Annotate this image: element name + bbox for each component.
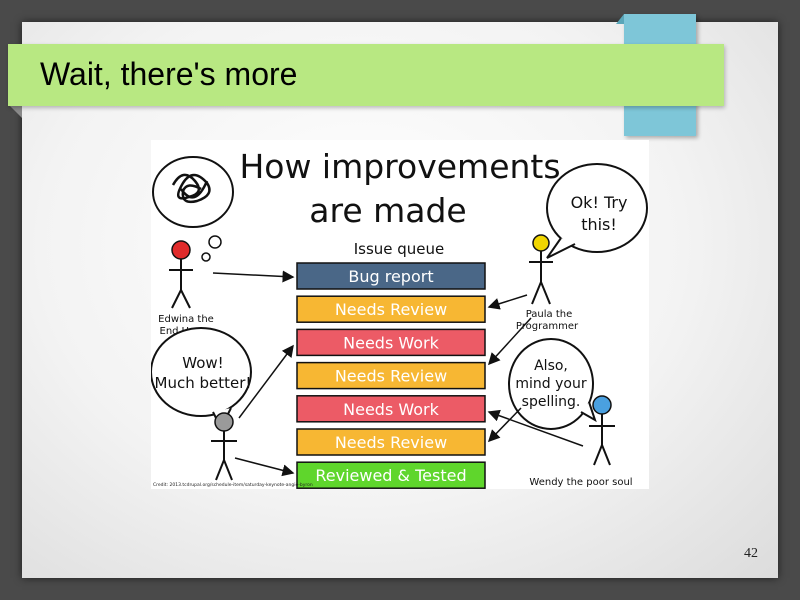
arrow-edwina-to-bug <box>212 270 295 283</box>
queue-box <box>296 361 486 390</box>
paula-bubble-line1: Ok! Try <box>571 193 628 212</box>
queue-box-label: Bug report <box>348 267 433 286</box>
queue-box-label: Reviewed & Tested <box>315 466 466 485</box>
wendy-figure <box>589 395 615 466</box>
also-bubble-line1: Also, <box>534 358 568 374</box>
slide-title: Wait, there's more <box>40 56 298 92</box>
queue-box <box>296 428 486 456</box>
queue-box <box>296 262 486 290</box>
queue-box-label: Needs Review <box>335 300 447 319</box>
happy-face-icon <box>532 234 550 252</box>
edwina-label-line1: Edwina the <box>158 314 214 325</box>
edwina-happy-figure <box>211 412 237 481</box>
arrow-paula-to-review <box>487 294 528 310</box>
wendy-label: Wendy the poor soul <box>529 477 632 488</box>
figure-heading-line2: are made <box>309 191 466 230</box>
edwina-figure <box>169 240 193 309</box>
paula-speech-bubble <box>546 163 648 259</box>
angry-face-icon <box>171 240 191 260</box>
wow-bubble-line2: Much better! <box>155 374 252 392</box>
paula-bubble-line2: this! <box>581 215 617 234</box>
also-speech-bubble <box>508 338 597 430</box>
arrow-wow-to-tested <box>234 457 295 477</box>
paula-label-line1: Paula the <box>526 309 573 320</box>
queue-box <box>296 395 486 423</box>
also-bubble-line2: mind your <box>515 376 586 392</box>
arrow-also-to-review <box>487 407 522 443</box>
page-number: 42 <box>744 546 758 561</box>
paula-label-line2: Programmer <box>516 321 579 332</box>
also-bubble-line3: spelling. <box>522 394 581 410</box>
arrow-paula-to-review-2 <box>487 317 532 366</box>
paula-figure <box>529 234 553 305</box>
queue-box-label: Needs Review <box>335 367 447 386</box>
relieved-face-icon <box>214 412 234 432</box>
image-credit: Credit: 2013.tcdrupal.org/schedule-item/… <box>153 482 313 488</box>
queue-box-label: Needs Work <box>343 333 439 352</box>
wow-bubble-line1: Wow! <box>182 354 223 372</box>
title-bar-fold <box>8 104 22 118</box>
thought-cloud <box>152 156 234 262</box>
queue-box <box>296 328 486 357</box>
queue-box <box>296 461 486 489</box>
queue-box-label: Needs Work <box>343 400 439 419</box>
queue-box-label: Needs Review <box>335 433 447 452</box>
arrow-wow-to-work <box>238 344 294 419</box>
title-bar <box>8 44 724 106</box>
arrow-wendy-to-work <box>487 409 584 447</box>
figure-heading-line1: How improvements <box>239 147 560 186</box>
queue-label: Issue queue <box>354 240 445 258</box>
queue-box <box>296 295 486 323</box>
comic-figure: How improvements are made Issue queue Bu… <box>151 140 649 489</box>
sad-face-icon <box>592 395 612 415</box>
